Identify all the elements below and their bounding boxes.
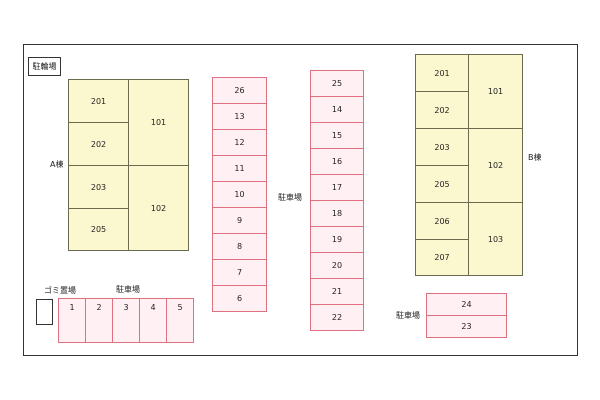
parking-spot-1: 1 bbox=[58, 298, 86, 343]
building-a-room-203: 203 bbox=[68, 165, 129, 209]
building-a-label: A棟 bbox=[50, 160, 64, 169]
building-b-room-207: 207 bbox=[415, 239, 469, 276]
building-b-room-102: 102 bbox=[468, 128, 523, 203]
parking-spot-12: 12 bbox=[212, 129, 267, 156]
parking-spot-16: 16 bbox=[310, 148, 364, 175]
building-b-room-201: 201 bbox=[415, 54, 469, 92]
parking-spot-21: 21 bbox=[310, 278, 364, 305]
parking-spot-19: 19 bbox=[310, 226, 364, 253]
garbage-label: ゴミ置場 bbox=[44, 286, 76, 295]
building-b: 201 202 203 205 206 207 101 102 103 bbox=[415, 54, 523, 276]
building-b-label: B棟 bbox=[528, 153, 542, 162]
parking-label-bottom-left: 駐車場 bbox=[116, 285, 140, 294]
parking-spot-11: 11 bbox=[212, 155, 267, 182]
parking-spot-18: 18 bbox=[310, 200, 364, 227]
building-b-room-103: 103 bbox=[468, 202, 523, 276]
building-a-room-205: 205 bbox=[68, 208, 129, 251]
parking-spot-9: 9 bbox=[212, 207, 267, 234]
parking-spot-14: 14 bbox=[310, 96, 364, 123]
parking-label-center: 駐車場 bbox=[278, 193, 302, 202]
parking-spot-22: 22 bbox=[310, 304, 364, 331]
parking-spot-23: 23 bbox=[426, 315, 507, 338]
building-a-room-101: 101 bbox=[128, 79, 189, 166]
parking-spot-3: 3 bbox=[112, 298, 140, 343]
bicycle-parking-label: 駐輪場 bbox=[28, 57, 61, 76]
building-b-room-205: 205 bbox=[415, 165, 469, 203]
parking-spot-15: 15 bbox=[310, 122, 364, 149]
parking-spot-20: 20 bbox=[310, 252, 364, 279]
building-b-room-206: 206 bbox=[415, 202, 469, 240]
building-b-room-202: 202 bbox=[415, 91, 469, 129]
parking-spot-26: 26 bbox=[212, 77, 267, 104]
parking-spot-13: 13 bbox=[212, 103, 267, 130]
building-b-room-101: 101 bbox=[468, 54, 523, 129]
parking-spot-25: 25 bbox=[310, 70, 364, 97]
parking-spot-8: 8 bbox=[212, 233, 267, 260]
parking-spot-10: 10 bbox=[212, 181, 267, 208]
building-a: 201 202 203 205 101 102 bbox=[68, 79, 189, 251]
garbage-area bbox=[36, 299, 53, 325]
parking-spot-24: 24 bbox=[426, 293, 507, 316]
building-a-room-202: 202 bbox=[68, 122, 129, 166]
parking-spot-17: 17 bbox=[310, 174, 364, 201]
parking-spot-5: 5 bbox=[166, 298, 194, 343]
parking-spot-7: 7 bbox=[212, 259, 267, 286]
building-a-room-102: 102 bbox=[128, 165, 189, 251]
building-b-room-203: 203 bbox=[415, 128, 469, 166]
parking-spot-6: 6 bbox=[212, 285, 267, 312]
parking-label-bottom-right: 駐車場 bbox=[396, 311, 420, 320]
parking-spot-2: 2 bbox=[85, 298, 113, 343]
building-a-room-201: 201 bbox=[68, 79, 129, 123]
parking-spot-4: 4 bbox=[139, 298, 167, 343]
